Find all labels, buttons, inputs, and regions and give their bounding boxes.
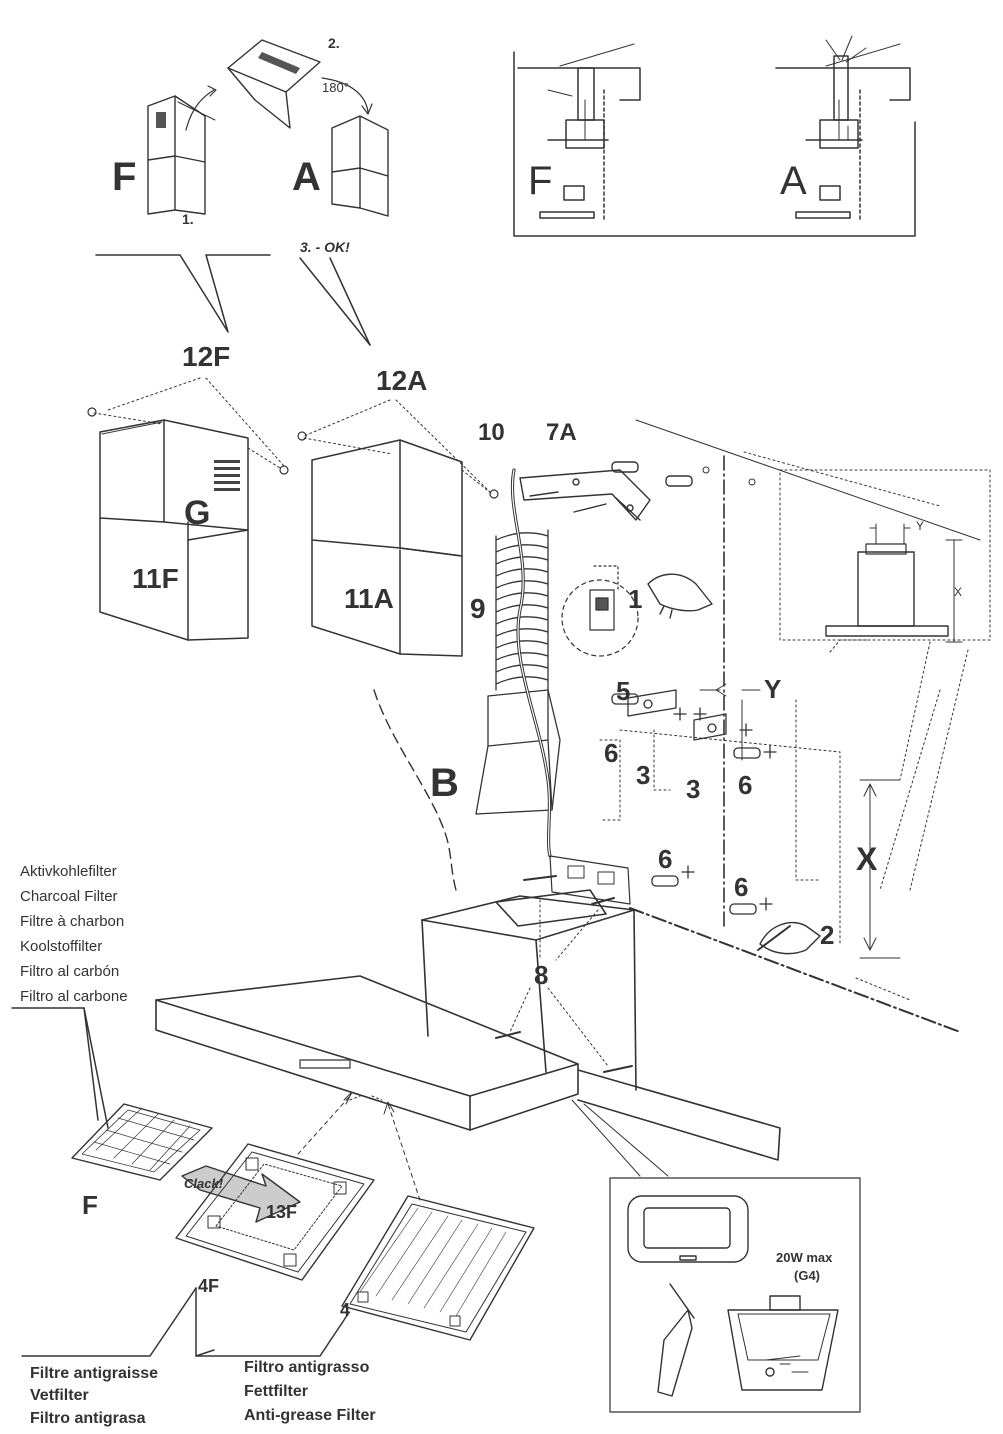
label-4: 4 [340,1300,350,1320]
label-12a: 12A [376,365,427,396]
label-7a: 7A [546,419,577,446]
hand-drilling-1 [647,573,713,619]
operating-modes-inset [513,35,916,237]
label-9: 9 [470,593,486,624]
grease-filter-4 [341,1195,535,1341]
grease-filter-labels-left: Filtre antigraisse Vetfilter Filtro anti… [30,1365,158,1427]
inset-label-x: X [954,585,962,599]
connection-curve [373,689,457,891]
label-b: B [430,761,459,805]
hand-marking-2 [757,921,821,955]
charcoal-label: Filtro al carbone [20,988,128,1005]
lamp-labels: 20W max (G4) [776,1250,833,1283]
label-10: 10 [478,419,505,446]
charcoal-label: Aktivkohlefilter [20,863,117,880]
charcoal-filter-f [71,1103,213,1181]
label-4f: 4F [198,1276,219,1296]
label-y: Y [764,674,781,704]
power-cable-inner [511,469,551,857]
wall-hole-marker [748,478,756,486]
angle-label: 180° [322,80,349,95]
label-5: 5 [616,676,630,706]
grease-label: Vetfilter [30,1387,89,1404]
mode-letter-a: A [780,159,807,203]
label-3-a: 3 [636,760,650,790]
screws-8 [495,875,633,1073]
label-leader-lines [11,1007,349,1357]
label-11f: 11F [132,563,179,594]
screws-top [87,407,499,499]
dimension-inset [779,469,991,653]
label-13f: 13F [266,1202,297,1222]
charcoal-label: Koolstoffilter [20,938,102,955]
label-11a: 11A [344,583,394,614]
label-6-d: 6 [734,872,748,902]
wall-bracket-7a [519,461,693,521]
callout-lines [95,254,371,346]
inset-label-y: Y [916,519,924,533]
grease-label: Fettfilter [244,1383,308,1400]
charcoal-label: Filtro al carbón [20,963,119,980]
callout-8 [349,899,609,1101]
wall-hole-marker [702,466,710,474]
step-3-label: 3. - OK! [300,239,350,255]
mode-letter-f: F [528,159,552,203]
label-3-b: 3 [686,774,700,804]
power-cable [510,468,552,858]
label-g: G [184,494,210,532]
charcoal-label: Charcoal Filter [20,888,118,905]
label-x: X [856,841,878,877]
wall-plugs-and-brackets [611,689,777,915]
grease-filter-4f [175,1143,375,1281]
chimney-cover-a [303,437,493,657]
label-f-filter: F [82,1190,98,1220]
step-2-label: 2. [328,35,340,51]
label-6-a: 6 [604,738,618,768]
label-6-b: 6 [738,770,752,800]
grease-label: Anti-grease Filter [244,1407,376,1424]
step-1-label: 1. [182,211,194,227]
label-2: 2 [820,920,834,950]
motor-housing [421,855,637,1091]
label-6-c: 6 [658,844,672,874]
dimension-inset-labels: Y X [916,519,962,599]
lamp-power: 20W max [776,1250,833,1265]
label-clack: Clack! [184,1176,224,1191]
callout-12 [107,377,491,493]
label-8: 8 [534,960,548,990]
part-labels: 12F 12A 10 7A G 11F 11A 9 1 5 Y 6 3 3 6 … [82,341,878,1320]
canopy [155,975,781,1161]
steps-letter-f: F [112,155,136,199]
grease-label: Filtro antigrasa [30,1410,146,1427]
grease-label: Filtro antigrasso [244,1359,370,1376]
lamp-type: (G4) [794,1268,820,1283]
steps-labels: F A 1. 2. 180° 3. - OK! [112,35,350,255]
label-12f: 12F [182,341,230,372]
grease-label: Filtre antigraisse [30,1365,158,1382]
chimney-cover-f [93,412,281,641]
keyhole-detail [561,565,639,657]
charcoal-filter-labels: Aktivkohlefilter Charcoal Filter Filtre … [20,863,128,1005]
wall-guide-lines [599,419,981,1033]
label-1: 1 [628,584,642,614]
charcoal-label: Filtre à charbon [20,913,124,930]
chimney-reversal-steps [147,39,389,217]
chimney-grille [214,460,240,491]
steps-letter-a: A [292,155,321,199]
filter-arrows [297,1091,421,1201]
lamp-inset [571,1099,861,1413]
operating-modes-labels: F A [528,159,807,203]
grease-filter-labels-right: Filtro antigrasso Fettfilter Anti-grease… [244,1359,376,1424]
